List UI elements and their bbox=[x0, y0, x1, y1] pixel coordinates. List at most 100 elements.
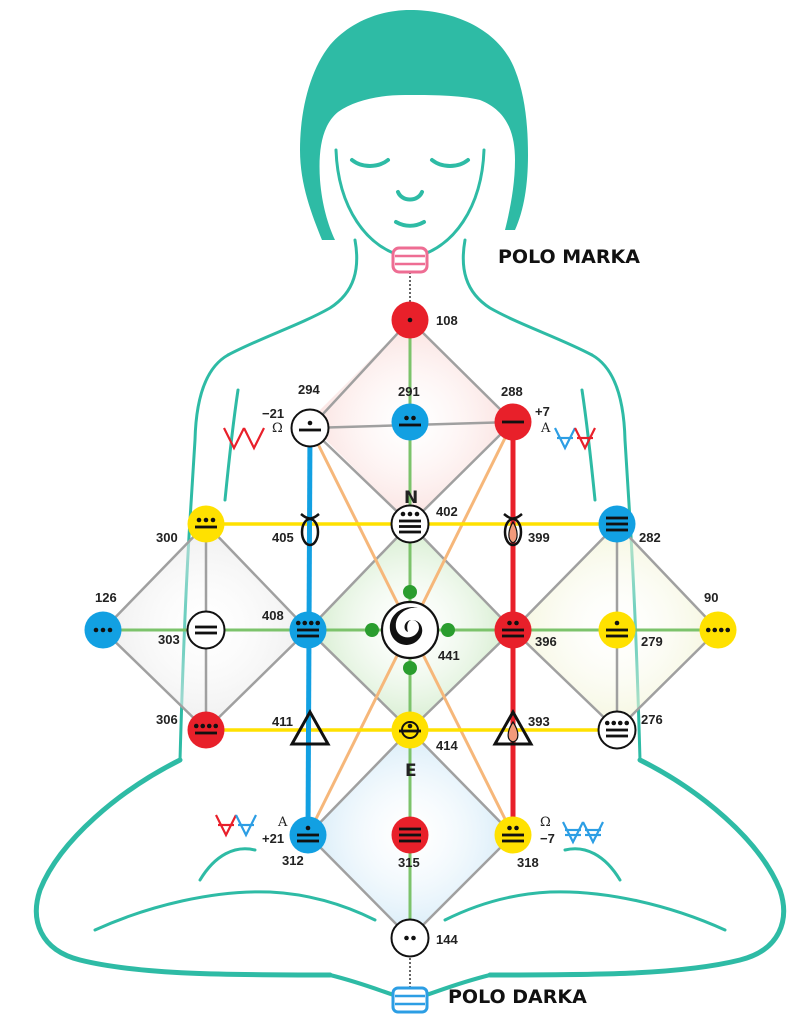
connection-line bbox=[409, 629, 514, 731]
connection-line bbox=[309, 427, 411, 525]
green-satellite-icon bbox=[403, 661, 417, 675]
node-288: 288 bbox=[494, 384, 532, 441]
node-label: 126 bbox=[95, 590, 117, 605]
green-satellite-icon bbox=[365, 623, 379, 637]
glyph-dot bbox=[305, 825, 311, 831]
vv-left-lower-icon bbox=[215, 814, 257, 838]
glyph-bar bbox=[399, 525, 421, 528]
node-276: 276 bbox=[597, 710, 663, 750]
glyph-dot bbox=[200, 723, 206, 729]
node-circle bbox=[186, 610, 226, 650]
right-upper-side-label-2: A bbox=[540, 421, 551, 436]
glyph-dot bbox=[712, 627, 718, 633]
connection-line bbox=[102, 629, 207, 731]
glyph-dot bbox=[611, 720, 617, 726]
node-label: 315 bbox=[398, 855, 420, 870]
right-lower-side-label-1: Ω bbox=[540, 815, 551, 830]
glyph-bar bbox=[606, 634, 628, 638]
node-label: 276 bbox=[641, 712, 663, 727]
east-letter: E bbox=[405, 761, 417, 781]
node-279: 279 bbox=[598, 611, 663, 649]
blue-vv-right-lower-icon bbox=[562, 821, 604, 845]
node-circle bbox=[390, 504, 430, 544]
glyph-bar bbox=[399, 839, 421, 843]
glyph-bar bbox=[606, 528, 628, 532]
node-circle bbox=[187, 505, 225, 543]
mouth-icon bbox=[394, 220, 426, 228]
node-408: 408 bbox=[262, 608, 327, 649]
node-label: 294 bbox=[298, 382, 320, 397]
glyph-bar bbox=[502, 420, 524, 424]
connection-line bbox=[409, 523, 514, 631]
face-features bbox=[350, 158, 470, 228]
glyph-dot bbox=[100, 627, 106, 633]
glyph-dot bbox=[404, 415, 409, 421]
glyph-bar bbox=[195, 625, 217, 629]
triangle-flame-icon bbox=[492, 708, 534, 746]
left-upper-side-label-1: −21 bbox=[262, 406, 284, 421]
connection-line bbox=[512, 629, 618, 731]
connection-line bbox=[409, 421, 514, 525]
node-108: 108 bbox=[391, 301, 458, 339]
glyph-dot bbox=[617, 720, 623, 726]
node-396: 396 bbox=[494, 611, 557, 649]
node-300: 300 bbox=[156, 505, 225, 545]
node-402: 402 bbox=[390, 504, 458, 544]
node-circle bbox=[390, 918, 430, 958]
green-satellite-icon bbox=[441, 623, 455, 637]
glyph-dot bbox=[107, 627, 113, 633]
node-294: 294 bbox=[290, 382, 330, 448]
node-315: 315 bbox=[391, 816, 429, 870]
head-silhouette bbox=[300, 10, 528, 240]
connection-line bbox=[102, 523, 207, 631]
right-eye-icon bbox=[430, 158, 470, 168]
connection-line bbox=[409, 729, 514, 836]
glyph-dot bbox=[507, 620, 512, 626]
marker-405-label: 405 bbox=[272, 530, 294, 545]
triangle-icon bbox=[289, 708, 331, 746]
glyph-dot bbox=[404, 935, 409, 941]
connection-line bbox=[616, 523, 719, 631]
node-circle bbox=[187, 711, 225, 749]
glyph-bar bbox=[297, 839, 319, 843]
node-circle bbox=[290, 408, 330, 448]
glyph-dot bbox=[411, 415, 416, 421]
node-318: 318 bbox=[494, 816, 539, 870]
top-pole-icon bbox=[391, 246, 429, 274]
node-circle bbox=[391, 403, 429, 441]
glyph-bar bbox=[399, 729, 421, 733]
left-eye-icon bbox=[350, 158, 390, 168]
glyph-bar bbox=[299, 428, 321, 432]
connection-line bbox=[307, 834, 411, 939]
glyph-bar bbox=[606, 728, 628, 732]
glyph-dot bbox=[206, 723, 212, 729]
glyph-dot bbox=[411, 935, 416, 941]
glyph-bar bbox=[399, 833, 421, 837]
glyph-bar bbox=[399, 827, 421, 831]
glyph-bar bbox=[399, 519, 421, 523]
connection-line bbox=[307, 729, 411, 836]
connection-line bbox=[307, 629, 411, 731]
connection-line bbox=[512, 523, 618, 631]
connection-line bbox=[616, 629, 719, 731]
node-90: 90 bbox=[699, 590, 737, 649]
nose-icon bbox=[396, 190, 424, 202]
marker-393-label: 393 bbox=[528, 714, 550, 729]
glyph-dot bbox=[295, 620, 301, 626]
glyph-bar bbox=[195, 525, 217, 529]
glyph-dot bbox=[624, 720, 630, 726]
node-label: 108 bbox=[436, 313, 458, 328]
node-label: 90 bbox=[704, 590, 718, 605]
glyph-bar bbox=[297, 833, 319, 837]
glyph-bar bbox=[297, 628, 319, 632]
glyph-bar bbox=[502, 839, 524, 843]
glyph-bar bbox=[606, 628, 628, 632]
left-upper-side-label-2: Ω bbox=[272, 421, 283, 436]
glyph-dot bbox=[414, 511, 420, 517]
node-circle bbox=[699, 611, 737, 649]
node-306: 306 bbox=[156, 711, 225, 749]
node-414: 414 bbox=[391, 711, 458, 753]
marker-399-label: 399 bbox=[528, 530, 550, 545]
connection-line bbox=[205, 629, 309, 731]
